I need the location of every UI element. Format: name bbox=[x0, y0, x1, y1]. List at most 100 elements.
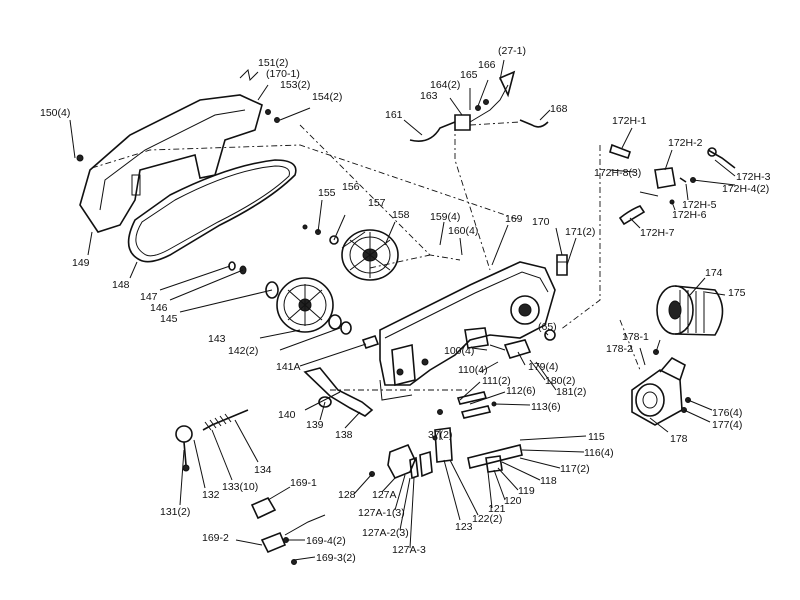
label-37-2: 37(2) bbox=[428, 429, 453, 441]
label-145: 145 bbox=[160, 313, 178, 325]
label-65: (65) bbox=[538, 321, 557, 333]
label-156: 156 bbox=[342, 181, 360, 193]
drive-wheel bbox=[228, 261, 380, 350]
part-labels: 151(2) (170-1) 153(2) 154(2) 150(4) (27-… bbox=[40, 45, 771, 564]
gearbox bbox=[631, 349, 691, 426]
label-27-1: (27-1) bbox=[498, 45, 526, 57]
label-120: 120 bbox=[504, 495, 522, 507]
leader-lines bbox=[69, 59, 736, 561]
label-155: 155 bbox=[318, 187, 336, 199]
guide-plates bbox=[456, 391, 497, 419]
label-146: 146 bbox=[150, 302, 168, 314]
label-121: 121 bbox=[488, 503, 506, 515]
label-112-6: 112(6) bbox=[506, 385, 536, 397]
label-149: 149 bbox=[72, 257, 90, 269]
label-157: 157 bbox=[368, 197, 386, 209]
clamp-block bbox=[556, 254, 568, 276]
motor bbox=[656, 285, 724, 336]
label-111-2: 111(2) bbox=[482, 375, 511, 387]
label-139: 139 bbox=[306, 419, 324, 431]
label-138: 138 bbox=[335, 429, 353, 441]
label-176-4: 176(4) bbox=[712, 407, 742, 419]
tension-rod-assembly bbox=[409, 70, 549, 142]
label-171-2: 171(2) bbox=[565, 226, 595, 238]
label-172h-7: 172H-7 bbox=[640, 227, 675, 239]
screw-icon bbox=[265, 109, 271, 115]
label-170: 170 bbox=[532, 216, 550, 228]
bracket-127a bbox=[369, 443, 419, 480]
label-150-4: 150(4) bbox=[40, 107, 70, 119]
label-119: 119 bbox=[518, 485, 535, 497]
label-172h-5: 172H-5 bbox=[682, 199, 717, 211]
idler-wheel bbox=[302, 224, 399, 281]
label-116-4: 116(4) bbox=[584, 447, 614, 459]
handle-lever bbox=[303, 367, 374, 417]
label-100-4: 100(4) bbox=[444, 345, 474, 357]
label-133-10: 133(10) bbox=[222, 481, 258, 493]
label-128: 128 bbox=[338, 489, 356, 501]
label-147: 147 bbox=[140, 291, 158, 303]
label-127a-2-3: 127A-2(3) bbox=[362, 527, 409, 539]
label-172h-4-2: 172H-4(2) bbox=[722, 183, 769, 195]
label-172h-1: 172H-1 bbox=[612, 115, 647, 127]
switch-linkage bbox=[609, 143, 736, 226]
spring-rod bbox=[175, 409, 249, 472]
label-143: 143 bbox=[208, 333, 226, 345]
label-117-2: 117(2) bbox=[560, 463, 590, 475]
label-161: 161 bbox=[385, 109, 403, 121]
bearing-icon bbox=[328, 314, 342, 330]
label-115: 115 bbox=[588, 431, 605, 443]
label-163: 163 bbox=[420, 90, 438, 102]
label-172h-3: 172H-3 bbox=[736, 171, 771, 183]
label-169-2: 169-2 bbox=[202, 532, 229, 544]
label-181-2: 181(2) bbox=[556, 386, 586, 398]
label-122-2: 122(2) bbox=[472, 513, 502, 525]
label-172h-6: 172H-6 bbox=[672, 209, 707, 221]
label-172h-8-3: 172H-8(3) bbox=[594, 167, 641, 179]
label-168: 168 bbox=[550, 103, 568, 115]
label-113-6: 113(6) bbox=[531, 401, 561, 413]
label-127a-1-3: 127A-1(3) bbox=[358, 507, 405, 519]
label-169-1: 169-1 bbox=[290, 477, 317, 489]
label-164-2: 164(2) bbox=[430, 79, 460, 91]
label-110-4: 110(4) bbox=[458, 364, 488, 376]
label-172h-2: 172H-2 bbox=[668, 137, 703, 149]
label-179-4: 179(4) bbox=[528, 361, 558, 373]
label-153-2: 153(2) bbox=[280, 79, 310, 91]
label-148: 148 bbox=[112, 279, 130, 291]
label-142-2: 142(2) bbox=[228, 345, 258, 357]
bearing-icon bbox=[265, 281, 279, 299]
label-169-3-2: 169-3(2) bbox=[316, 552, 356, 564]
label-132: 132 bbox=[202, 489, 220, 501]
label-180-2: 180(2) bbox=[545, 375, 575, 387]
label-141a: 141A bbox=[276, 361, 301, 373]
label-177-4: 177(4) bbox=[712, 419, 742, 431]
label-169-4-2: 169-4(2) bbox=[306, 535, 346, 547]
label-127a: 127A bbox=[372, 489, 397, 501]
label-131-2: 131(2) bbox=[160, 506, 190, 518]
centerlines bbox=[91, 124, 641, 391]
screw-icon bbox=[302, 224, 308, 230]
label-175: 175 bbox=[728, 287, 746, 299]
bracket-hardware bbox=[489, 329, 556, 359]
label-123: 123 bbox=[455, 521, 473, 533]
label-134: 134 bbox=[254, 464, 272, 476]
label-127a-3: 127A-3 bbox=[392, 544, 426, 556]
switch-icon bbox=[250, 496, 277, 520]
knob-icon bbox=[318, 396, 332, 408]
label-178: 178 bbox=[670, 433, 688, 445]
label-140: 140 bbox=[278, 409, 296, 421]
vise-assembly bbox=[419, 409, 523, 478]
label-154-2: 154(2) bbox=[312, 91, 342, 103]
switch-parts bbox=[250, 496, 326, 565]
washer-icon bbox=[329, 235, 339, 245]
label-170-1: (170-1) bbox=[266, 68, 300, 80]
label-174: 174 bbox=[705, 267, 723, 279]
label-159-4: 159(4) bbox=[430, 211, 460, 223]
shaft-icon bbox=[361, 334, 380, 350]
label-166: 166 bbox=[478, 59, 496, 71]
label-165: 165 bbox=[460, 69, 478, 81]
saw-blade bbox=[127, 159, 297, 263]
label-169: 169 bbox=[505, 213, 523, 225]
